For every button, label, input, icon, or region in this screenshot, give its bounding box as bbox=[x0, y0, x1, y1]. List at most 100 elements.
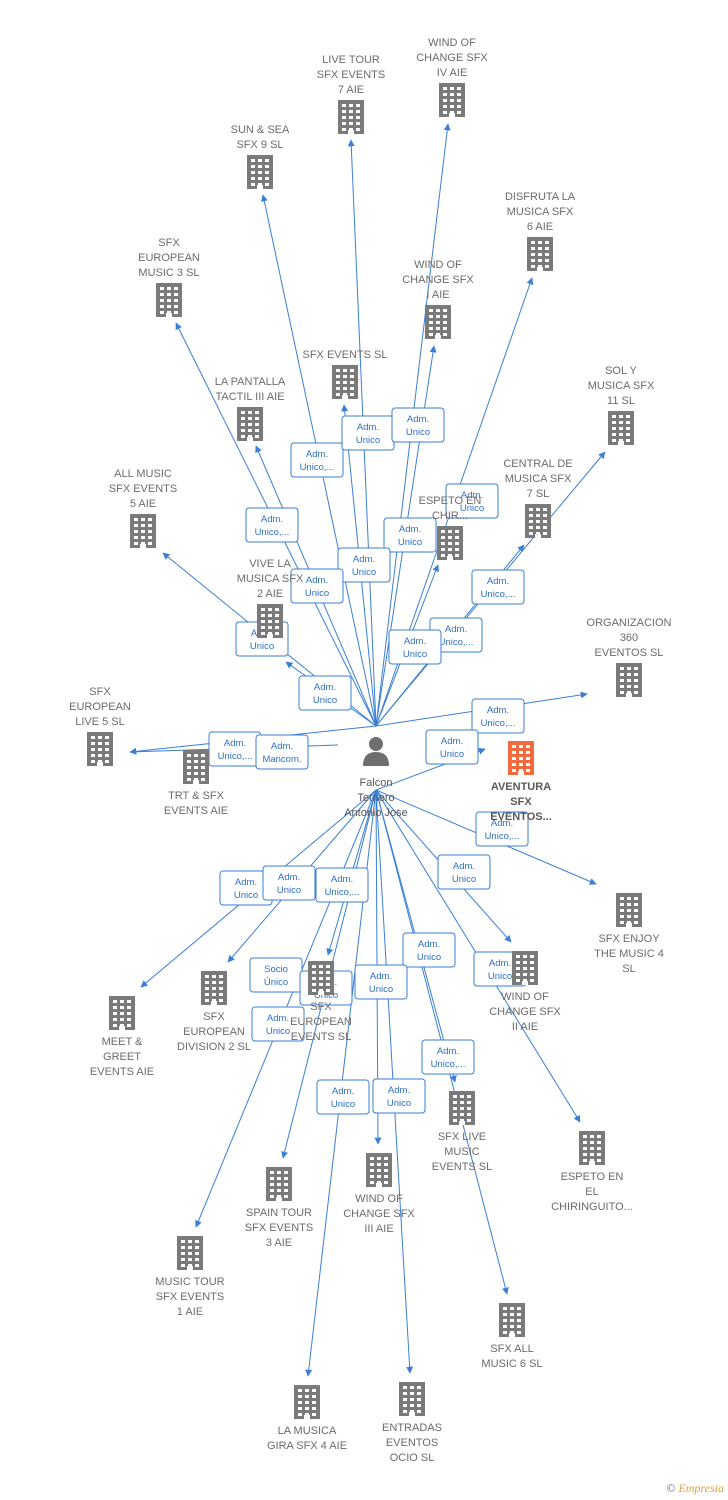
building-icon bbox=[183, 750, 209, 784]
relation-label[interactable]: Adm.Unico,... bbox=[208, 731, 262, 767]
relation-label[interactable]: Adm.Unico,... bbox=[421, 1039, 475, 1075]
company-node[interactable]: ESPETO ENCHIR... bbox=[419, 495, 482, 560]
relation-label[interactable]: Adm.Unico,... bbox=[245, 507, 299, 543]
person-name: Falcon bbox=[359, 777, 392, 789]
company-name: 360 bbox=[620, 632, 638, 644]
relation-text: Unico,... bbox=[481, 718, 516, 729]
relation-label[interactable]: Adm.Unico,... bbox=[315, 867, 369, 903]
relation-label[interactable]: Adm.Unico bbox=[372, 1078, 426, 1114]
relation-label[interactable]: Adm. Unico,... bbox=[471, 698, 525, 734]
company-name: SFX bbox=[310, 1001, 332, 1013]
relation-label[interactable]: Adm.Unico bbox=[262, 865, 316, 901]
relation-text: Adm. bbox=[261, 514, 283, 525]
relation-text: Adm. bbox=[306, 575, 328, 586]
company-name: SFX bbox=[158, 237, 180, 249]
relation-text: Adm. bbox=[353, 554, 375, 565]
relation-label[interactable]: Adm.Unico bbox=[251, 1006, 305, 1042]
company-name: 5 AIE bbox=[130, 498, 156, 510]
company-name: EUROPEAN bbox=[290, 1016, 352, 1028]
relation-label[interactable]: Adm.Unico,... bbox=[471, 569, 525, 605]
company-name: 3 AIE bbox=[266, 1237, 292, 1249]
company-name: SFX ALL bbox=[490, 1343, 533, 1355]
relation-label[interactable]: Adm.Unico bbox=[354, 964, 408, 1000]
relation-label[interactable]: Adm.Unico bbox=[298, 675, 352, 711]
relation-text: Unico,... bbox=[431, 1059, 466, 1070]
relation-label[interactable]: Adm.Unico bbox=[388, 629, 442, 665]
company-node[interactable]: TRT & SFX EVENTS AIE bbox=[164, 750, 228, 817]
company-name: EVENTS AIE bbox=[164, 805, 228, 817]
relation-label[interactable]: Adm.Unico bbox=[391, 407, 445, 443]
relation-label[interactable]: Adm.Unico bbox=[445, 483, 499, 519]
relation-text: Unico bbox=[417, 952, 441, 963]
relation-text: Adm. bbox=[314, 682, 336, 693]
relation-text: Adm. bbox=[418, 939, 440, 950]
relation-label[interactable]: Adm.Unico,... bbox=[475, 811, 529, 847]
relation-text: Unico bbox=[234, 890, 258, 901]
relation-text: Adm. bbox=[487, 705, 509, 716]
relation-label[interactable]: Adm.Unico bbox=[337, 547, 391, 583]
building-icon bbox=[437, 526, 463, 560]
relation-label[interactable]: Adm.Mancom. bbox=[255, 734, 309, 770]
building-icon bbox=[257, 604, 283, 638]
building-icon bbox=[508, 741, 534, 775]
building-icon bbox=[294, 1385, 320, 1419]
relation-label[interactable]: Adm.Unico bbox=[383, 517, 437, 553]
relation-label[interactable]: Adm.Unico bbox=[219, 870, 273, 906]
company-name: CHANGE SFX bbox=[402, 274, 474, 286]
brand-name: Empresia bbox=[678, 1481, 724, 1495]
relation-text: Adm. bbox=[491, 818, 513, 829]
relation-text: Unico bbox=[440, 749, 464, 760]
relation-text: Unico bbox=[305, 588, 329, 599]
building-icon bbox=[177, 1236, 203, 1270]
relation-label[interactable]: Adm.Unico bbox=[437, 854, 491, 890]
company-name: TRT & SFX bbox=[168, 790, 224, 802]
relation-label[interactable]: Adm. Unico bbox=[402, 932, 456, 968]
relation-text: Unico,... bbox=[481, 589, 516, 600]
relation-text: Unico bbox=[406, 427, 430, 438]
company-node[interactable]: ESPETO ENELCHIRINGUITO... bbox=[551, 1131, 633, 1213]
relation-label[interactable]: Adm.Unico,... bbox=[290, 442, 344, 478]
relation-label[interactable]: Adm.Unico bbox=[425, 729, 479, 765]
company-node[interactable]: AVENTURASFXEVENTOS... bbox=[490, 741, 552, 823]
company-name: I AIE bbox=[426, 289, 449, 301]
relation-label[interactable]: Adm.Unico bbox=[316, 1079, 370, 1115]
relation-label[interactable]: Adm.Unico,... bbox=[429, 617, 483, 653]
company-name: 6 AIE bbox=[527, 221, 553, 233]
relation-text: Adm. bbox=[399, 524, 421, 535]
relation-text: Adm. bbox=[461, 490, 483, 501]
company-name: SFX LIVE bbox=[438, 1131, 486, 1143]
relation-label[interactable]: Adm. Unico bbox=[290, 568, 344, 604]
building-icon bbox=[308, 961, 334, 995]
relation-text: Socio bbox=[264, 964, 288, 975]
company-name: SFX ENJOY bbox=[598, 933, 660, 945]
relation-label[interactable]: Adm.Unico bbox=[341, 415, 395, 451]
company-node[interactable]: SFX EVENTS SL bbox=[303, 349, 388, 399]
